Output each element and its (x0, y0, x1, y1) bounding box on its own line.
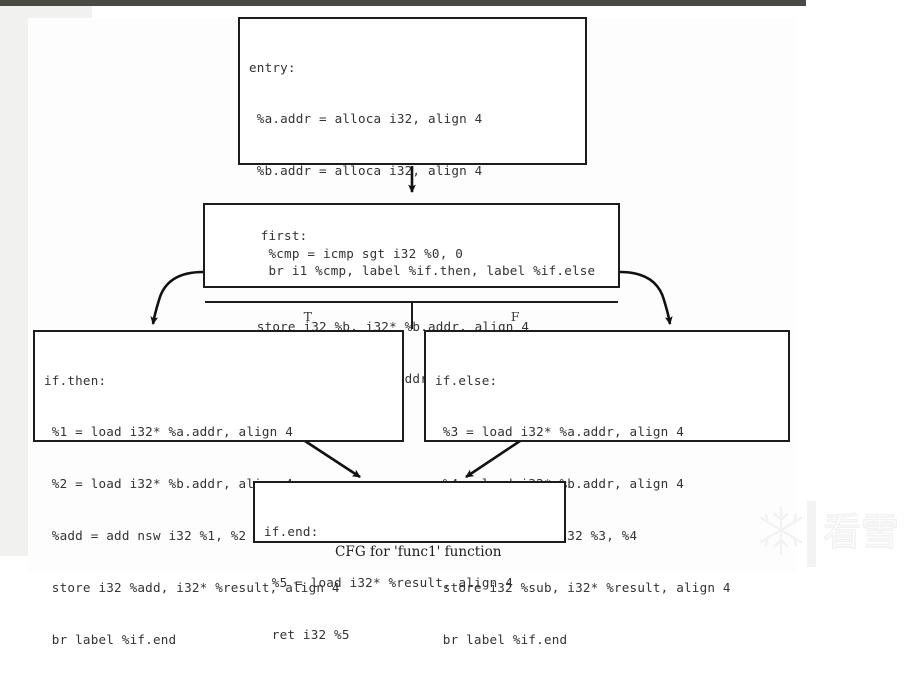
node-first-ports: T F (205, 303, 619, 330)
code-line: if.then: (44, 372, 107, 388)
code-line: ret i32 %5 (264, 627, 350, 643)
code-line: if.end: (264, 523, 319, 539)
node-entry[interactable]: entry: %a.addr = alloca i32, align 4 %b.… (238, 17, 587, 438)
code-line: %3 = load i32* %a.addr, align 4 (435, 424, 685, 440)
code-line: %5 = load i32* %result, align 4 (264, 575, 514, 591)
watermark-text: 看雪 (823, 510, 899, 554)
node-first[interactable]: first: %cmp = icmp sgt i32 %0, 0 br i1 %… (203, 203, 620, 330)
code-line: %cmp = icmp sgt i32 %0, 0 (260, 245, 464, 261)
code-line: entry: (249, 59, 296, 75)
node-if-end[interactable]: if.end: %5 = load i32* %result, align 4 … (253, 481, 566, 642)
node-first-body: first: %cmp = icmp sgt i32 %0, 0 br i1 %… (205, 205, 618, 304)
code-line: if.else: (435, 372, 498, 388)
node-if-else[interactable]: if.else: %3 = load i32* %a.addr, align 4… (424, 330, 790, 647)
true-port[interactable]: T (205, 303, 413, 330)
code-line: %1 = load i32* %a.addr, align 4 (44, 424, 294, 440)
code-line: %add = add nsw i32 %1, %2 (44, 528, 247, 544)
diagram-page: entry: %a.addr = alloca i32, align 4 %b.… (0, 0, 900, 648)
diagram-caption: CFG for 'func1' function (335, 544, 502, 560)
scan-top-bar (0, 0, 806, 6)
node-if-then[interactable]: if.then: %1 = load i32* %a.addr, align 4… (33, 330, 404, 647)
code-line: first: (260, 228, 308, 244)
false-port[interactable]: F (413, 303, 619, 329)
false-port-label: F (510, 308, 520, 324)
true-port-label: T (303, 308, 312, 324)
code-line: %b.addr = alloca i32, align 4 (249, 163, 483, 179)
code-line: %a.addr = alloca i32, align 4 (249, 111, 483, 127)
code-line: br i1 %cmp, label %if.then, label %if.el… (260, 262, 596, 278)
watermark-bar (807, 501, 816, 567)
